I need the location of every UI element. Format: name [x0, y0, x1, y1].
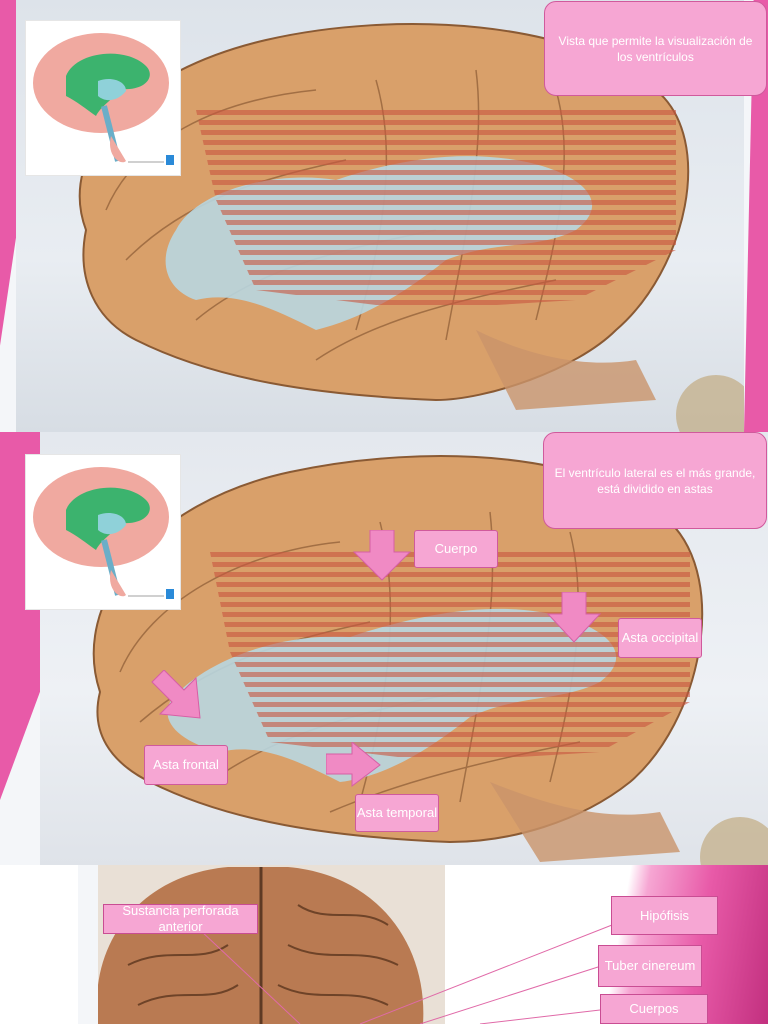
label-hipofisis: Hipófisis: [611, 896, 718, 935]
inset-logo-badge: [166, 155, 174, 165]
arrow-down-icon: [546, 592, 602, 643]
label-cuerpos: Cuerpos: [600, 994, 708, 1024]
arrow-right-icon: [326, 742, 381, 787]
leader-lines: [199, 924, 613, 1024]
label-cuerpo: Cuerpo: [414, 530, 498, 568]
label-asta-occipital: Asta occipital: [618, 618, 702, 658]
arrow-diagonal-icon: [151, 670, 201, 719]
slide-brain-base: Sustancia perforada anterior Hipófisis T…: [0, 865, 768, 1024]
slide1-callout: Vista que permite la visualización de lo…: [544, 1, 767, 96]
left-accent-bar: [0, 0, 16, 346]
ventricles-inset-diagram: [25, 454, 181, 610]
arrow-down-icon: [352, 530, 412, 581]
slide-lateral-ventricle: El ventrículo lateral es el más grande, …: [0, 432, 768, 865]
inset-logo-badge: [166, 589, 174, 599]
slide-ventricles-view: Vista que permite la visualización de lo…: [0, 0, 768, 432]
inset-caption-line: [128, 595, 164, 597]
label-tuber-cinereum: Tuber cinereum: [598, 945, 702, 987]
label-sustancia-perforada: Sustancia perforada anterior: [103, 903, 258, 934]
label-asta-temporal: Asta temporal: [355, 794, 439, 832]
inset-caption-line: [128, 161, 164, 163]
label-asta-frontal: Asta frontal: [144, 745, 228, 785]
ventricles-inset-diagram: [25, 20, 181, 176]
slide2-callout: El ventrículo lateral es el más grande, …: [543, 432, 767, 529]
